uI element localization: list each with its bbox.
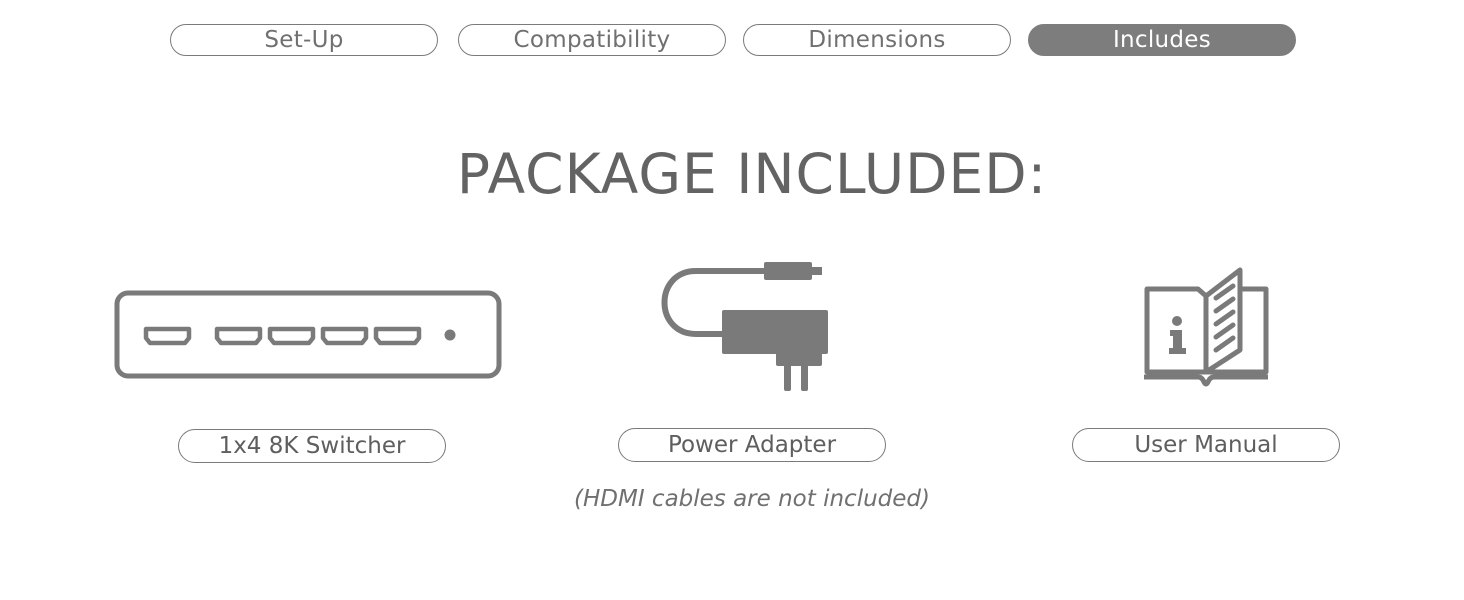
tab-compatibility[interactable]: Compatibility: [458, 24, 726, 56]
tab-includes[interactable]: Includes: [1028, 24, 1296, 56]
tab-dimensions[interactable]: Dimensions: [743, 24, 1011, 56]
cables-note: (HDMI cables are not included): [574, 486, 930, 512]
hdmi-switcher-icon: [114, 290, 502, 379]
tab-set-up[interactable]: Set-Up: [170, 24, 438, 56]
power-adapter-icon: [661, 262, 828, 391]
user-manual-icon: [1144, 267, 1269, 387]
page-title: PACKAGE INCLUDED:: [456, 142, 1048, 206]
item-label-power-adapter: Power Adapter: [618, 428, 886, 462]
item-label-user-manual: User Manual: [1072, 428, 1340, 462]
item-label-switcher: 1x4 8K Switcher: [178, 429, 446, 463]
